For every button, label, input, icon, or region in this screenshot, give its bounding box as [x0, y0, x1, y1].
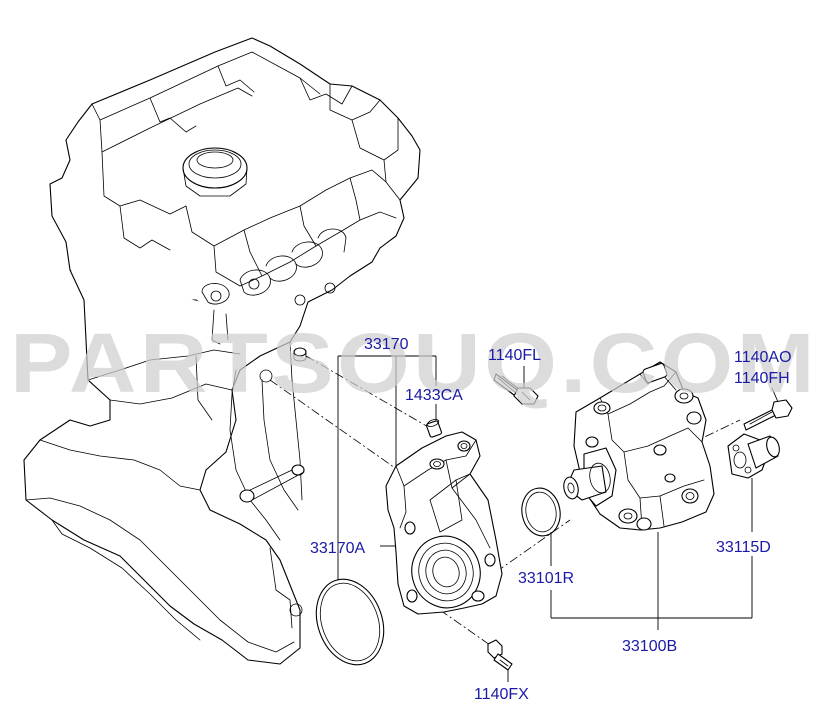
bolt-1140FX	[487, 639, 513, 671]
pump-bracket-33170A	[385, 419, 503, 615]
bolt-1140AO	[743, 399, 793, 431]
part-labels: 33170 1433CA 1140FL 1140AO 1140FH 33170A…	[310, 336, 792, 703]
label-1140FX[interactable]: 1140FX	[474, 686, 529, 703]
label-1433CA[interactable]: 1433CA	[405, 387, 463, 404]
label-33170A[interactable]: 33170A	[310, 540, 365, 557]
label-33101R[interactable]: 33101R	[518, 570, 574, 587]
label-33115D[interactable]: 33115D	[716, 539, 771, 556]
high-pressure-pump-33100B	[563, 361, 715, 531]
label-1140FH[interactable]: 1140FH	[734, 370, 790, 387]
label-33100B[interactable]: 33100B	[622, 638, 677, 655]
o-ring-33101R	[521, 487, 561, 537]
o-ring-33170	[315, 578, 385, 666]
label-33170[interactable]: 33170	[364, 336, 409, 353]
engine-block-drawing	[23, 37, 421, 665]
label-1140AO[interactable]: 1140AO	[734, 349, 792, 366]
bolt-1140FL	[493, 373, 539, 405]
dowel-pin-1433CA	[425, 419, 443, 438]
label-1140FL[interactable]: 1140FL	[488, 347, 541, 364]
metering-valve-33115D	[727, 433, 780, 479]
leader-lines	[337, 355, 779, 682]
watermark-text: PARTSOUQ.COM	[10, 316, 818, 410]
